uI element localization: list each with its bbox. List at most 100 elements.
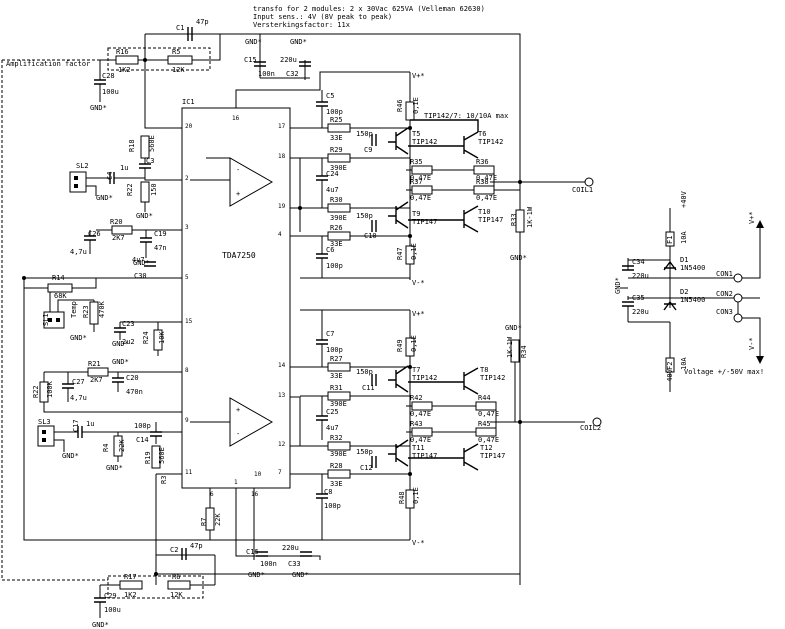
- svg-text:560E: 560E: [148, 135, 156, 152]
- capacitor-c3: C3: [139, 157, 154, 180]
- svg-text:R18: R18: [128, 139, 136, 152]
- resistor-r32: R32 390E: [300, 434, 410, 458]
- svg-text:T11: T11: [412, 444, 425, 452]
- svg-text:R33: R33: [510, 213, 518, 226]
- svg-text:100u: 100u: [104, 606, 121, 614]
- svg-text:TIP142: TIP142: [480, 374, 505, 382]
- svg-text:C25: C25: [326, 408, 339, 416]
- svg-text:C26: C26: [88, 230, 101, 238]
- resistor-r31: R31 390E: [300, 384, 410, 408]
- resistor-r16: R16 1K2: [115, 48, 139, 74]
- capacitor-c20: C20 470n: [112, 372, 143, 396]
- svg-text:33E: 33E: [330, 480, 343, 488]
- svg-text:SL2: SL2: [76, 162, 89, 170]
- svg-text:T12: T12: [480, 444, 493, 452]
- svg-text:150p: 150p: [356, 130, 373, 138]
- m40-label: -40V: [666, 368, 674, 386]
- svg-text:C24: C24: [326, 170, 339, 178]
- svg-text:390E: 390E: [330, 450, 347, 458]
- svg-text:100p: 100p: [326, 346, 343, 354]
- svg-text:T9: T9: [412, 210, 420, 218]
- resistor-r7: R7 22K: [200, 488, 222, 540]
- voltage-note: Voltage +/-50V max!: [684, 368, 764, 376]
- gnd-label-r4: GND*: [106, 464, 123, 472]
- svg-text:22K: 22K: [214, 513, 222, 526]
- svg-text:1: 1: [234, 479, 238, 486]
- resistor-r17: R17 1K2: [119, 573, 143, 599]
- svg-text:SL1: SL1: [42, 313, 50, 326]
- svg-text:R37: R37: [410, 178, 423, 186]
- svg-text:C8: C8: [324, 488, 332, 496]
- svg-text:17: 17: [278, 123, 286, 130]
- gnd-label-r22: GND*: [136, 212, 153, 220]
- svg-text:390E: 390E: [330, 164, 347, 172]
- svg-text:0,47E: 0,47E: [410, 174, 431, 182]
- power-supply: F1 10A +40V D1 1N5400 C34 220u GND* C35 …: [614, 190, 764, 392]
- svg-text:470K: 470K: [98, 300, 106, 318]
- c34-label: C34: [632, 258, 645, 266]
- svg-text:0,47E: 0,47E: [476, 174, 497, 182]
- capacitor-c9: 150p C9: [356, 130, 377, 154]
- gnd-label-c4: GND*: [96, 194, 113, 202]
- resistor-r23: R23 470K: [82, 300, 106, 332]
- svg-text:C11: C11: [362, 384, 375, 392]
- capacitor-c33: 220u C33: [282, 544, 312, 568]
- svg-text:R28: R28: [330, 462, 343, 470]
- svg-text:R29: R29: [330, 146, 343, 154]
- gnd-label-sl1: GND*: [70, 334, 87, 342]
- ic1-name: TDA7250: [222, 251, 256, 260]
- svg-text:T10: T10: [478, 208, 491, 216]
- svg-text:100n: 100n: [258, 70, 275, 78]
- svg-text:220u: 220u: [280, 56, 297, 64]
- svg-text:R47: R47: [396, 247, 404, 260]
- svg-text:47n: 47n: [154, 244, 167, 252]
- resistor-r25: R25 33E: [327, 116, 351, 142]
- resistor-r33: R33 1K-1W: [510, 206, 534, 233]
- capacitor-c27: C27 4,7u: [62, 372, 87, 402]
- svg-text:R46: R46: [396, 99, 404, 112]
- gnd-label-r33: GND*: [510, 254, 527, 262]
- resistor-r24: R24 10K: [142, 322, 166, 356]
- gnd-label-r34: GND*: [505, 324, 522, 332]
- svg-text:C1: C1: [176, 24, 184, 32]
- svg-text:2: 2: [185, 175, 189, 182]
- gnd-ps-label: GND*: [614, 277, 622, 294]
- ic1-ref: IC1: [182, 98, 195, 106]
- svg-text:TIP142: TIP142: [478, 138, 503, 146]
- svg-text:47p: 47p: [190, 542, 203, 550]
- connector-sl3: SL3: [37, 418, 78, 452]
- svg-text:2K7: 2K7: [112, 234, 125, 242]
- svg-text:C27: C27: [72, 378, 85, 386]
- resistor-r34: R34 1K-1W: [506, 336, 528, 422]
- resistor-r18: R18 560E: [128, 135, 156, 159]
- svg-text:11: 11: [185, 469, 193, 476]
- svg-text:4u7: 4u7: [326, 424, 339, 432]
- tip-note: TIP142/7: 10/10A max: [424, 112, 508, 120]
- d2-type: 1N5400: [680, 296, 705, 304]
- connector-sl1: SL1 Temp: [42, 292, 94, 329]
- svg-text:R5: R5: [172, 48, 180, 56]
- con2-label: CON2: [716, 290, 733, 298]
- svg-text:150: 150: [150, 183, 158, 196]
- svg-text:0,47E: 0,47E: [478, 410, 499, 418]
- r3-label: R3: [160, 476, 168, 484]
- svg-text:SL3: SL3: [38, 418, 51, 426]
- svg-text:0,47E: 0,47E: [410, 410, 431, 418]
- vplus-ps-label: V+*: [748, 211, 756, 224]
- capacitor-c10: 150p C10: [356, 212, 377, 240]
- d2-label: D2: [680, 288, 688, 296]
- header-line-3: Versterkingsfactor: 11x: [253, 21, 350, 29]
- svg-text:18: 18: [278, 153, 286, 160]
- gnd-label-c23: GND*: [112, 340, 129, 348]
- svg-text:33E: 33E: [330, 134, 343, 142]
- svg-text:33E: 33E: [330, 372, 343, 380]
- svg-text:R26: R26: [330, 224, 343, 232]
- gnd-label-sl3: GND*: [62, 452, 79, 460]
- svg-text:C19: C19: [154, 230, 167, 238]
- svg-text:TIP142: TIP142: [412, 138, 437, 146]
- gnd-label-c29: GND*: [92, 621, 109, 629]
- capacitor-c16: C16 100n: [246, 548, 277, 568]
- opamp-1-symbol: [229, 157, 274, 207]
- resistor-r46: R46 0,1E: [396, 97, 420, 121]
- resistor-r42: R42 0,47E: [410, 394, 433, 418]
